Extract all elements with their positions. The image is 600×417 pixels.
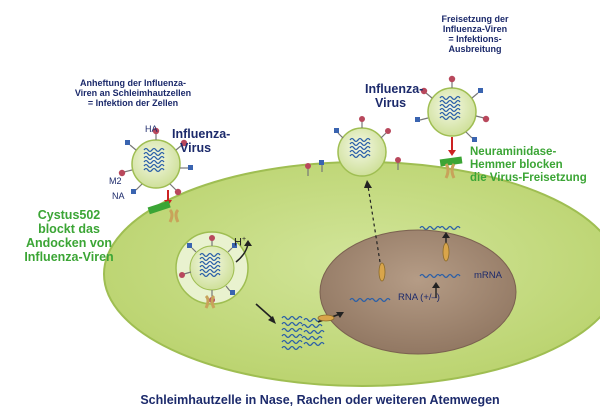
virus-right-label: Influenza-Virus [365,82,424,110]
attach-label: Anheftung der Influenza-Viren an Schleim… [74,78,192,109]
cystus-blocker-bar [147,200,171,215]
rna-label: RNA (+/–) [398,292,440,303]
virus-right [415,75,490,142]
m2-label: M2 [109,176,122,186]
neuraminidase-inhibitor-bar [439,156,463,167]
hplus-label: H+ [234,236,247,249]
na-label: NA [112,191,125,201]
cell-nucleus [319,229,517,355]
arrow-endosome-out [255,303,275,321]
virus-left-label: Influenza-Virus [172,127,231,155]
virus-left [118,127,193,196]
ha-label: HA [145,124,158,134]
dotted-export-arrow [367,185,381,263]
endosome [175,231,252,309]
cell-caption: Schleimhautzelle in Nase, Rachen oder we… [140,393,500,407]
mrna-label: mRNA [474,270,502,281]
budding-virus [334,116,391,177]
membrane-proteins [305,157,401,176]
